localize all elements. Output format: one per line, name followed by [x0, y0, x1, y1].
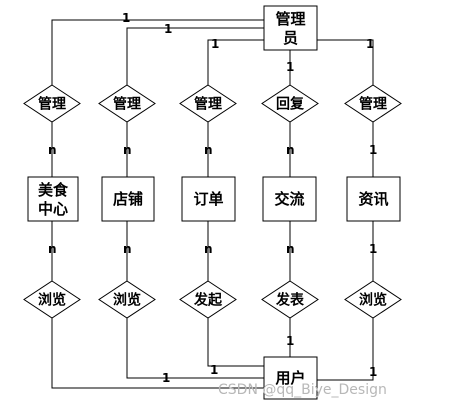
relation-initiate-label: 发起: [193, 292, 223, 309]
line-initiate-user: [207, 318, 264, 367]
entity-shop-label: 店铺: [113, 190, 143, 208]
card-order-top: n: [204, 143, 213, 157]
card-exchange-bottom: n: [286, 242, 295, 256]
card-shop-bottom: n: [123, 242, 132, 256]
relation-browse2-label: 浏览: [113, 292, 141, 309]
entity-admin-line2: 员: [283, 29, 298, 47]
entity-food-center-line1: 美食: [38, 181, 69, 199]
line-admin-manage3: [207, 39, 264, 85]
relation-manage1: 管理: [23, 84, 81, 123]
relation-browse1: 浏览: [23, 280, 81, 319]
relation-manage2-label: 管理: [113, 96, 141, 113]
entity-order: 订单: [181, 176, 236, 222]
entity-news: 资讯: [346, 176, 401, 222]
line-admin-manage2: [126, 27, 264, 85]
relation-manage1-label: 管理: [38, 96, 66, 113]
relation-publish-label: 发表: [275, 292, 305, 309]
entity-food-center-line2: 中心: [38, 200, 68, 218]
line-browse2-user: [126, 318, 264, 379]
entity-user-label: 用户: [275, 369, 305, 387]
card-admin-reply: 1: [286, 60, 294, 74]
relation-reply-label: 回复: [276, 96, 305, 113]
entity-order-label: 订单: [193, 190, 223, 208]
relation-browse2: 浏览: [98, 280, 156, 319]
card-exchange-top: n: [286, 143, 295, 157]
entity-admin: 管理 员: [263, 5, 318, 51]
card-user-news: 1: [369, 365, 377, 379]
card-food-top: n: [48, 143, 57, 157]
line-browse5-user: [317, 318, 374, 381]
entity-admin-line1: 管理: [275, 10, 305, 28]
card-shop-top: n: [123, 143, 132, 157]
card-order-bottom: n: [204, 242, 213, 256]
entity-news-label: 资讯: [358, 190, 388, 208]
entity-shop: 店铺: [101, 176, 155, 222]
card-user-browse2: 1: [162, 371, 170, 385]
relation-manage3: 管理: [179, 84, 237, 123]
card-user-initiate: 1: [210, 363, 218, 377]
card-admin-news: 1: [366, 37, 374, 51]
relation-manage5: 管理: [344, 84, 402, 123]
relation-initiate: 发起: [179, 280, 237, 319]
card-news-top: 1: [369, 143, 377, 157]
card-user-publish: 1: [286, 334, 294, 348]
relation-reply: 回复: [261, 84, 319, 123]
entity-exchange: 交流: [262, 176, 317, 222]
connector-lines: [51, 19, 374, 389]
line-admin-manage5: [317, 39, 374, 85]
card-admin-order: 1: [211, 37, 219, 51]
line-browse1-user: [51, 318, 264, 389]
card-news-bottom: 1: [369, 242, 377, 256]
card-food-bottom: n: [48, 242, 57, 256]
relation-browse1-label: 浏览: [38, 292, 66, 309]
relation-publish: 发表: [261, 280, 319, 319]
relation-manage3-label: 管理: [194, 96, 222, 113]
relation-browse5: 浏览: [344, 280, 402, 319]
card-admin-food: 1: [122, 11, 130, 25]
cardinality-labels: 1 1 1 1 1 n n n n 1 n n n n 1 1 1 1 1: [48, 11, 377, 385]
relation-manage2: 管理: [98, 84, 156, 123]
entity-exchange-label: 交流: [274, 190, 304, 208]
relation-manage5-label: 管理: [359, 96, 387, 113]
entity-user: 用户: [263, 356, 318, 400]
relation-browse5-label: 浏览: [359, 292, 387, 309]
line-admin-manage1: [51, 19, 264, 85]
watermark: CSDN @qq_Biye_Design: [218, 382, 387, 398]
entity-food-center: 美食 中心: [27, 176, 79, 222]
card-admin-shop: 1: [164, 22, 172, 36]
